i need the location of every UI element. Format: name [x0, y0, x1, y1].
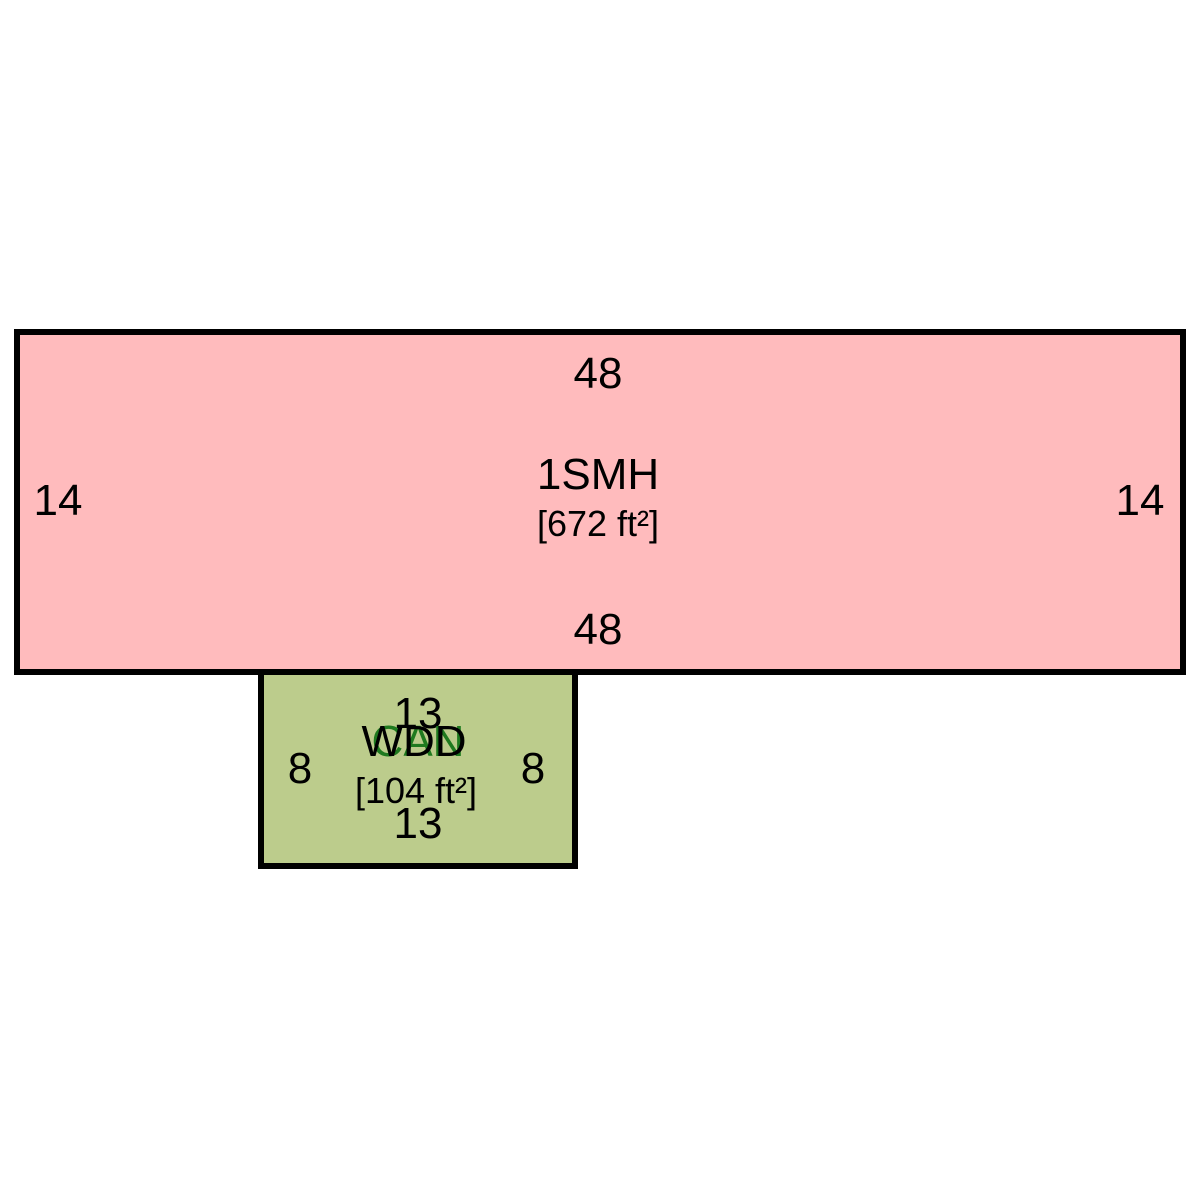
main-building-area: [672 ft²] — [537, 503, 659, 544]
addition-dim-right: 8 — [521, 744, 545, 793]
addition[interactable]: 13 13 8 8 CAN WDD [104 ft²] — [258, 669, 578, 869]
main-building[interactable]: 48 48 14 14 1SMH [672 ft²] — [14, 329, 1186, 675]
main-dim-bottom: 48 — [574, 605, 623, 654]
main-building-label: 1SMH — [537, 450, 659, 499]
addition-dim-bottom: 13 — [394, 799, 443, 848]
main-dim-right: 14 — [1116, 476, 1165, 525]
addition-area: [104 ft²] — [355, 770, 477, 811]
addition-dim-top: 13 — [394, 689, 443, 738]
main-dim-left: 14 — [34, 476, 83, 525]
main-building-shape[interactable] — [14, 329, 1186, 675]
addition-dim-left: 8 — [288, 744, 312, 793]
addition-label: WDD — [361, 717, 466, 766]
addition-shape[interactable] — [258, 669, 578, 869]
addition-overlay-label: CAN — [372, 717, 465, 766]
main-dim-top: 48 — [574, 349, 623, 398]
